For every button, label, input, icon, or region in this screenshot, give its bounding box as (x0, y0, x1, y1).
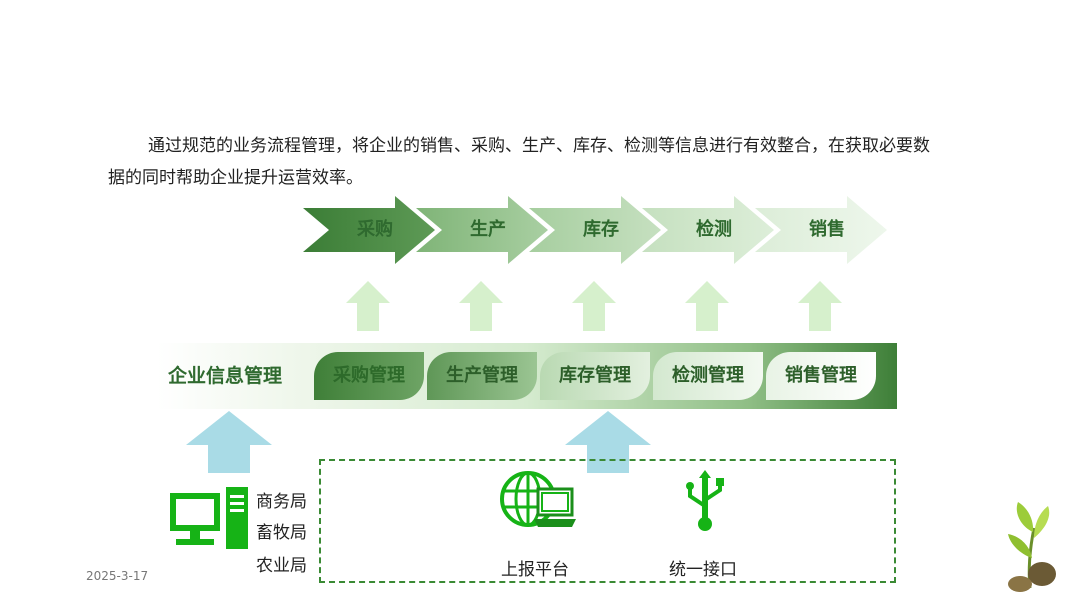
chevron-shape (303, 196, 435, 264)
blue-up-arrow-icon (186, 411, 272, 473)
reporting-sources-box (319, 459, 896, 583)
computer-icon (170, 487, 248, 549)
module-sales: 销售管理 (766, 352, 876, 400)
module-inventory: 库存管理 (540, 352, 650, 400)
blue-up-arrow-icon (565, 411, 651, 473)
bureau-agriculture: 农业局 (256, 556, 307, 576)
band-title: 企业信息管理 (168, 365, 283, 387)
up-arrow-icon (346, 281, 390, 331)
flow-step-sales: 销售 (755, 196, 889, 264)
flow-step-inspection: 检测 (642, 196, 776, 264)
bureau-commerce: 商务局 (256, 492, 307, 512)
plant-decoration-icon (1008, 502, 1056, 592)
usb-icon (686, 470, 724, 531)
chevron-shape (755, 196, 887, 264)
module-production: 生产管理 (427, 352, 537, 400)
interface-label: 统一接口 (669, 560, 737, 580)
module-procurement: 采购管理 (314, 352, 424, 400)
up-arrow-icon (459, 281, 503, 331)
flow-step-label: 销售 (809, 219, 845, 240)
slide-date: 2025-3-17 (86, 569, 149, 583)
up-arrow-icon (685, 281, 729, 331)
chevron-shape (529, 196, 661, 264)
up-arrow-icon (572, 281, 616, 331)
bureau-livestock: 畜牧局 (256, 523, 307, 543)
up-arrow-icon (798, 281, 842, 331)
intro-line-1: 通过规范的业务流程管理，将企业的销售、采购、生产、库存、检测等信息进行有效整合，… (148, 136, 930, 156)
intro-line-2: 据的同时帮助企业提升运营效率。 (108, 168, 363, 188)
flow-step-label: 生产 (470, 219, 506, 240)
flow-step-inventory: 库存 (529, 196, 663, 264)
flow-step-label: 采购 (357, 219, 393, 240)
flow-step-label: 库存 (583, 219, 619, 240)
flow-step-procurement: 采购 (303, 196, 437, 264)
chevron-shape (416, 196, 548, 264)
module-inspection: 检测管理 (653, 352, 763, 400)
intro-paragraph: 通过规范的业务流程管理，将企业的销售、采购、生产、库存、检测等信息进行有效整合，… (108, 130, 980, 194)
flow-step-label: 检测 (696, 219, 732, 240)
platform-label: 上报平台 (501, 560, 569, 580)
globe-laptop-icon (500, 471, 576, 527)
chevron-shape (642, 196, 774, 264)
flow-step-production: 生产 (416, 196, 550, 264)
